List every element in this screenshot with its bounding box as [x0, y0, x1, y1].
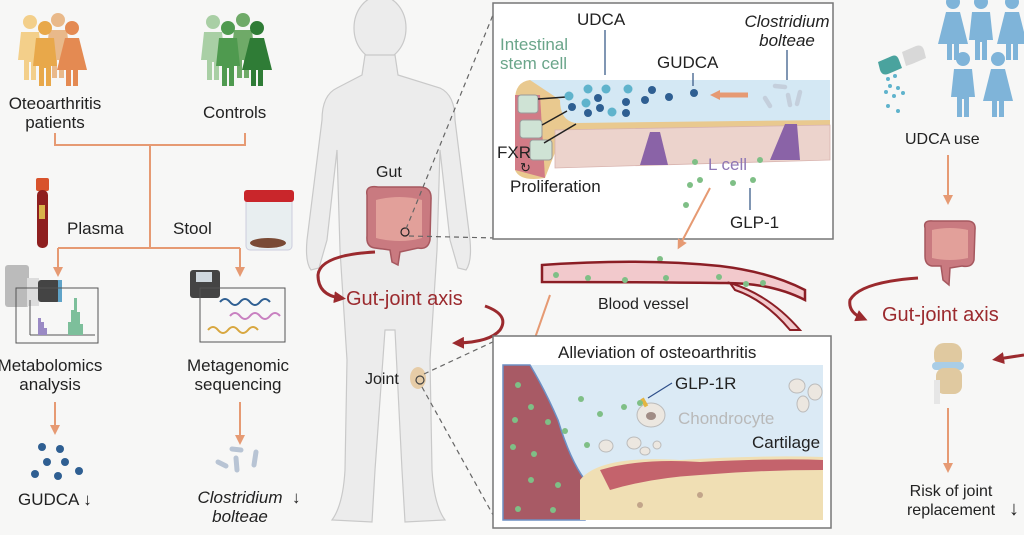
- proliferation-label: Proliferation: [510, 177, 601, 196]
- fxr-label: FXR: [497, 143, 531, 162]
- gut-joint-axis-label: Gut-joint axis: [346, 288, 463, 310]
- plasma-tube-icon: [36, 178, 49, 248]
- gudca-result-text: GUDCA: [18, 490, 79, 509]
- udca-molecules: [564, 84, 633, 117]
- patients-label-line1: Oteoarthritis: [8, 94, 102, 113]
- gudca-dots-icon: [31, 443, 83, 480]
- joint-panel-title: Alleviation of osteoarthritis: [558, 343, 757, 362]
- joint-label: Joint: [365, 371, 399, 388]
- gudca-result: GUDCA ↓: [18, 490, 92, 509]
- gut-icon: [365, 185, 432, 267]
- capsule-icon: [878, 45, 926, 75]
- stem-cell-line1: Intestinal: [500, 35, 569, 54]
- chondrocyte-label: Chondrocyte: [678, 409, 775, 428]
- mass-spec-instrument: [5, 265, 99, 344]
- gut-label: Gut: [376, 164, 402, 181]
- right-gut-joint-axis-label: Gut-joint axis: [882, 304, 999, 326]
- risk-down-arrow-icon: ↓: [1009, 498, 1019, 520]
- proliferation-cycle-icon: ↻: [520, 160, 531, 175]
- stool-jar-icon: [244, 190, 294, 251]
- metagenomic-line1: Metagenomic: [186, 356, 290, 375]
- gudca-down-arrow-icon: ↓: [83, 490, 92, 509]
- right-gut-icon: [923, 220, 976, 287]
- joint-illustration: [502, 364, 823, 521]
- risk-line1: Risk of joint: [909, 483, 993, 500]
- udca-label: UDCA: [577, 10, 626, 29]
- stem-cell-label: Intestinal stem cell: [500, 35, 568, 73]
- controls-label: Controls: [203, 103, 267, 122]
- patients-label-line2: patients: [25, 113, 85, 132]
- metagenomic-line2: sequencing: [194, 375, 282, 394]
- gudca-label: GUDCA: [657, 53, 719, 72]
- metabolomics-line2: analysis: [19, 375, 81, 394]
- right-gut-joint-axis-arrows: [848, 276, 1024, 365]
- gudca-molecules: [568, 86, 698, 117]
- l-cell-label: L cell: [708, 155, 748, 174]
- metabolomics-label: Metabolomics analysis: [0, 356, 110, 394]
- metagenomic-label: Metagenomic sequencing: [178, 356, 298, 394]
- human-body-icon: [305, 0, 472, 523]
- glp1r-label: GLP-1R: [675, 374, 737, 393]
- glp1-label: GLP-1: [730, 213, 780, 232]
- udca-users-group-icon: [938, 0, 1024, 117]
- bacteria-result-line2: bolteae: [212, 507, 268, 526]
- metabolomics-line1: Metabolomics: [0, 356, 103, 375]
- controls-group-icon: [201, 13, 272, 86]
- label-leader-lines: [604, 30, 788, 210]
- stem-cell-line2: stem cell: [500, 54, 568, 73]
- intestine-bacteria-line1: Clostridium: [744, 12, 830, 31]
- bacteria-down-arrow-icon: ↓: [292, 488, 301, 507]
- bacteria-icon: [215, 446, 259, 473]
- knee-icon: [410, 367, 426, 389]
- joint-glp1-dots: [510, 382, 643, 513]
- glp1-release-arrow: [677, 187, 711, 250]
- stool-label: Stool: [173, 219, 212, 238]
- capsule-powder-dots: [884, 74, 905, 113]
- plasma-label: Plasma: [67, 219, 124, 238]
- risk-label: Risk of joint replacement: [895, 482, 1007, 520]
- grouping-bracket: [50, 133, 246, 445]
- zoom-callout-lines: [405, 4, 498, 523]
- cartilage-label: Cartilage: [752, 433, 821, 452]
- glp1-dots: [657, 157, 763, 262]
- gut-joint-axis-arrows: [316, 250, 505, 349]
- intestine-bacteria-icon: [762, 83, 803, 109]
- intestine-illustration: [515, 80, 831, 179]
- blood-vessel-icon: [540, 260, 807, 331]
- vessel-glp1-dots: [553, 272, 766, 287]
- udca-use-label: UDCA use: [905, 131, 980, 148]
- right-knee-joint-icon: [932, 343, 964, 404]
- patients-group-icon: [18, 13, 87, 86]
- sequencer-instrument: [190, 270, 286, 343]
- risk-line2: replacement: [906, 502, 996, 519]
- intestine-bacteria-line2: bolteae: [759, 31, 815, 50]
- patients-label: Oteoarthritis patients: [0, 94, 110, 132]
- bacteria-result: Clostridium bolteae: [185, 488, 295, 526]
- bacteria-result-line1: Clostridium: [197, 488, 283, 507]
- blood-vessel-label: Blood vessel: [598, 296, 689, 313]
- intestine-bacteria-label: Clostridium bolteae: [737, 12, 837, 50]
